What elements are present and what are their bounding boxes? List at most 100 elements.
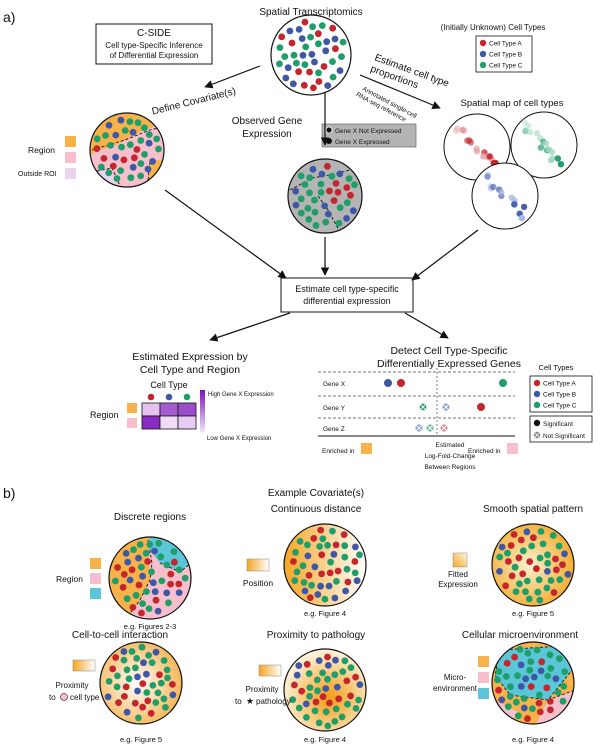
cell-dot — [508, 572, 516, 580]
heatmap-col-a — [147, 393, 155, 401]
cell-dot — [167, 570, 175, 578]
smooth-title: Smooth spatial pattern — [483, 504, 583, 515]
cell-dot — [549, 532, 557, 539]
continuous-title: Continuous distance — [271, 504, 362, 515]
cell-dot — [344, 578, 352, 586]
cell-dot — [326, 187, 333, 195]
cell-dot — [109, 665, 117, 673]
cell-dot — [484, 173, 491, 180]
cell-dot — [536, 708, 544, 716]
legend-label-1: Cell Type B — [543, 392, 576, 399]
cell-dot — [278, 33, 286, 41]
cell-dot — [143, 689, 151, 696]
cell-dot — [559, 697, 567, 705]
cell-dot — [324, 210, 332, 218]
cell-dot — [310, 535, 318, 542]
cell-dot — [289, 80, 297, 88]
cell-dot — [486, 153, 493, 160]
cell-dot — [308, 51, 316, 58]
cell-dot — [292, 548, 299, 556]
cell-dot — [162, 704, 169, 711]
cell-dot — [351, 558, 359, 565]
legend-dot-2 — [479, 61, 487, 69]
cell-dot — [152, 596, 160, 604]
cell-dot — [144, 165, 152, 173]
cell-dot — [454, 125, 461, 132]
cell-dot — [330, 550, 338, 558]
cell-dot — [352, 705, 360, 712]
cell-dot — [291, 577, 299, 584]
cell-dot — [152, 648, 160, 656]
cell-dot — [305, 216, 313, 223]
interaction-legend-post: cell type — [70, 693, 100, 702]
cell-dot — [517, 683, 525, 690]
cell-dot — [314, 687, 321, 695]
cell-dot — [322, 685, 330, 692]
cell-dot — [126, 118, 134, 125]
cell-dot — [120, 648, 128, 655]
cside-title: C-SIDE — [137, 28, 171, 39]
cell-dot — [324, 162, 331, 170]
heatmap-region-pink — [127, 418, 137, 428]
cell-dot — [282, 74, 290, 82]
cell-dot — [175, 566, 183, 574]
position-swatch — [246, 558, 270, 572]
cell-dot — [356, 681, 364, 688]
cell-dot — [134, 673, 141, 681]
cell-dot — [93, 145, 101, 153]
cell-dot — [324, 82, 332, 89]
cell-dot — [520, 704, 528, 712]
cell-dot — [332, 705, 340, 713]
cell-dot — [306, 189, 313, 197]
gene-x-point-b — [384, 379, 392, 387]
cell-dot — [146, 541, 154, 548]
cell-dot — [312, 222, 320, 229]
cell-dot — [535, 699, 543, 707]
cell-dot — [318, 22, 326, 29]
cell-dot — [126, 141, 134, 149]
cell-dot — [339, 668, 347, 675]
cell-dot — [137, 137, 145, 144]
cell-dot — [516, 645, 524, 653]
cell-dot — [334, 188, 342, 196]
cell-dot — [333, 578, 340, 585]
cell-dot — [158, 577, 166, 585]
cell-dot — [530, 673, 538, 681]
heatmap-low-label: Low Gene X Expression — [207, 436, 271, 442]
cell-dot — [311, 196, 318, 204]
discrete-swatch-orange — [90, 558, 101, 569]
cell-dot — [495, 668, 503, 675]
cell-dot — [304, 541, 311, 549]
cell-dot — [496, 553, 504, 561]
cell-dot — [292, 201, 300, 209]
interaction-cell-icon — [60, 693, 68, 701]
cell-dot — [169, 691, 177, 699]
cell-dot — [332, 656, 339, 664]
cell-dot — [316, 543, 323, 550]
cell-dot — [353, 577, 361, 585]
cell-dot — [559, 561, 566, 569]
spatial-transcriptomics-circle — [270, 14, 352, 96]
pathology-legend-to: to — [235, 697, 242, 706]
cell-dot — [126, 576, 134, 584]
cell-dot — [163, 561, 171, 569]
cell-dot — [132, 664, 139, 672]
spatial-map-circle-a — [443, 113, 511, 181]
cell-dot — [336, 67, 344, 74]
cell-dot — [295, 704, 303, 712]
cell-dot — [163, 589, 171, 597]
cell-dot — [109, 162, 117, 170]
cell-dot — [534, 129, 541, 137]
cell-dot — [554, 689, 562, 696]
cell-dot — [140, 659, 147, 667]
cell-dot — [295, 26, 303, 33]
cell-dot — [134, 687, 141, 695]
cell-dot — [160, 695, 168, 703]
cell-dot — [125, 675, 133, 683]
cell-dot — [547, 706, 554, 714]
cell-dot — [355, 696, 362, 704]
cell-dot — [319, 535, 327, 543]
cell-dot — [102, 132, 109, 139]
cell-dot — [142, 549, 150, 557]
significant-swatch — [533, 419, 541, 427]
